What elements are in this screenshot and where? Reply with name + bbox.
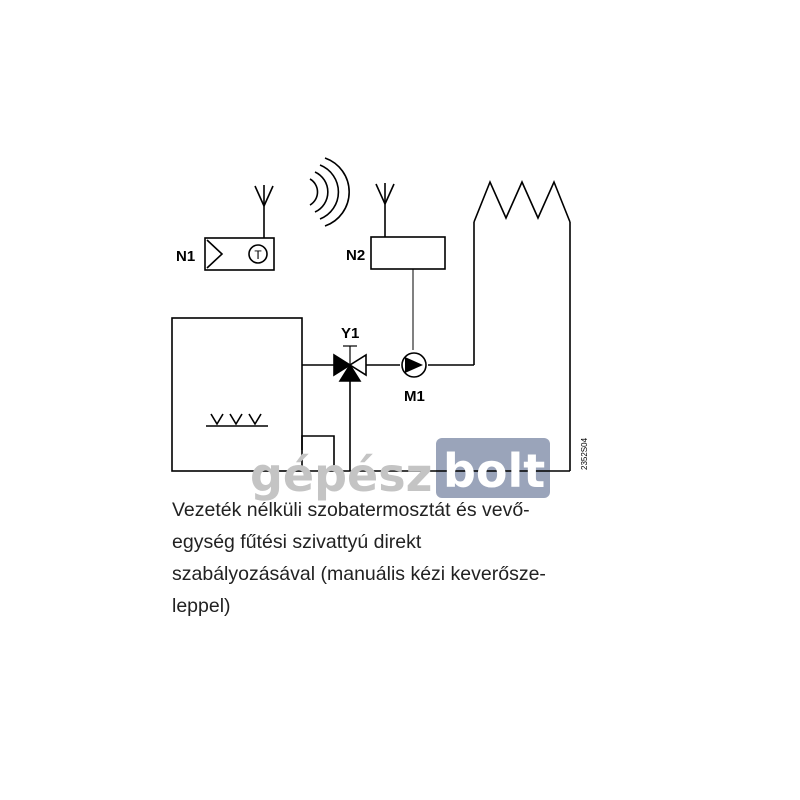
radiator-icon [473,179,571,223]
flame-icon [248,413,262,426]
valve-right-port [348,353,367,377]
piping [301,179,571,472]
caption-line: Vezeték nélküli szobatermosztát és vevő- [172,499,530,521]
receiver-n2 [370,183,446,350]
pump-m1 [401,352,427,378]
receiver-label: N2 [346,247,365,264]
pump-label: M1 [404,388,425,405]
pump-arrow-icon [405,357,423,373]
watermark [436,438,550,498]
valve-bottom-port [338,363,362,382]
n2-antenna-left [375,183,386,205]
flame-icon [210,413,224,426]
n1-thermometer-icon [248,244,268,264]
n2-housing [370,236,446,270]
thermostat-n1 [204,185,275,271]
caption-line: egység fűtési szivattyú direkt [172,531,422,553]
boiler-return-connection [301,435,335,471]
thermostat-symbol: T [254,248,262,262]
watermark-text-gepesz: gépész [250,448,432,502]
n2-antenna-right [384,183,395,205]
diagram-caption: Vezeték nélküli szobatermosztát és vevő-… [172,494,652,622]
watermark-text-bolt: bolt [443,444,545,498]
boiler [171,317,303,472]
caption-line: leppel) [172,595,231,617]
wireless-signal-icon [309,157,350,227]
pump-circle [401,352,427,378]
n1-arrow-icon [206,239,224,269]
thermostat-label: N1 [176,248,195,265]
watermark-box [436,438,550,498]
n1-antenna-right [263,185,274,207]
boiler-body [171,317,303,472]
valve-left-port [333,353,352,377]
flame-icon [229,413,243,426]
n1-housing [204,237,275,271]
valve-label: Y1 [341,325,359,342]
caption-line: szabályozásával (manuális kézi keverősze… [172,563,546,585]
three-way-valve-y1 [333,345,367,382]
drawing-code: 2352S04 [580,437,589,470]
n1-antenna-left [254,185,265,207]
